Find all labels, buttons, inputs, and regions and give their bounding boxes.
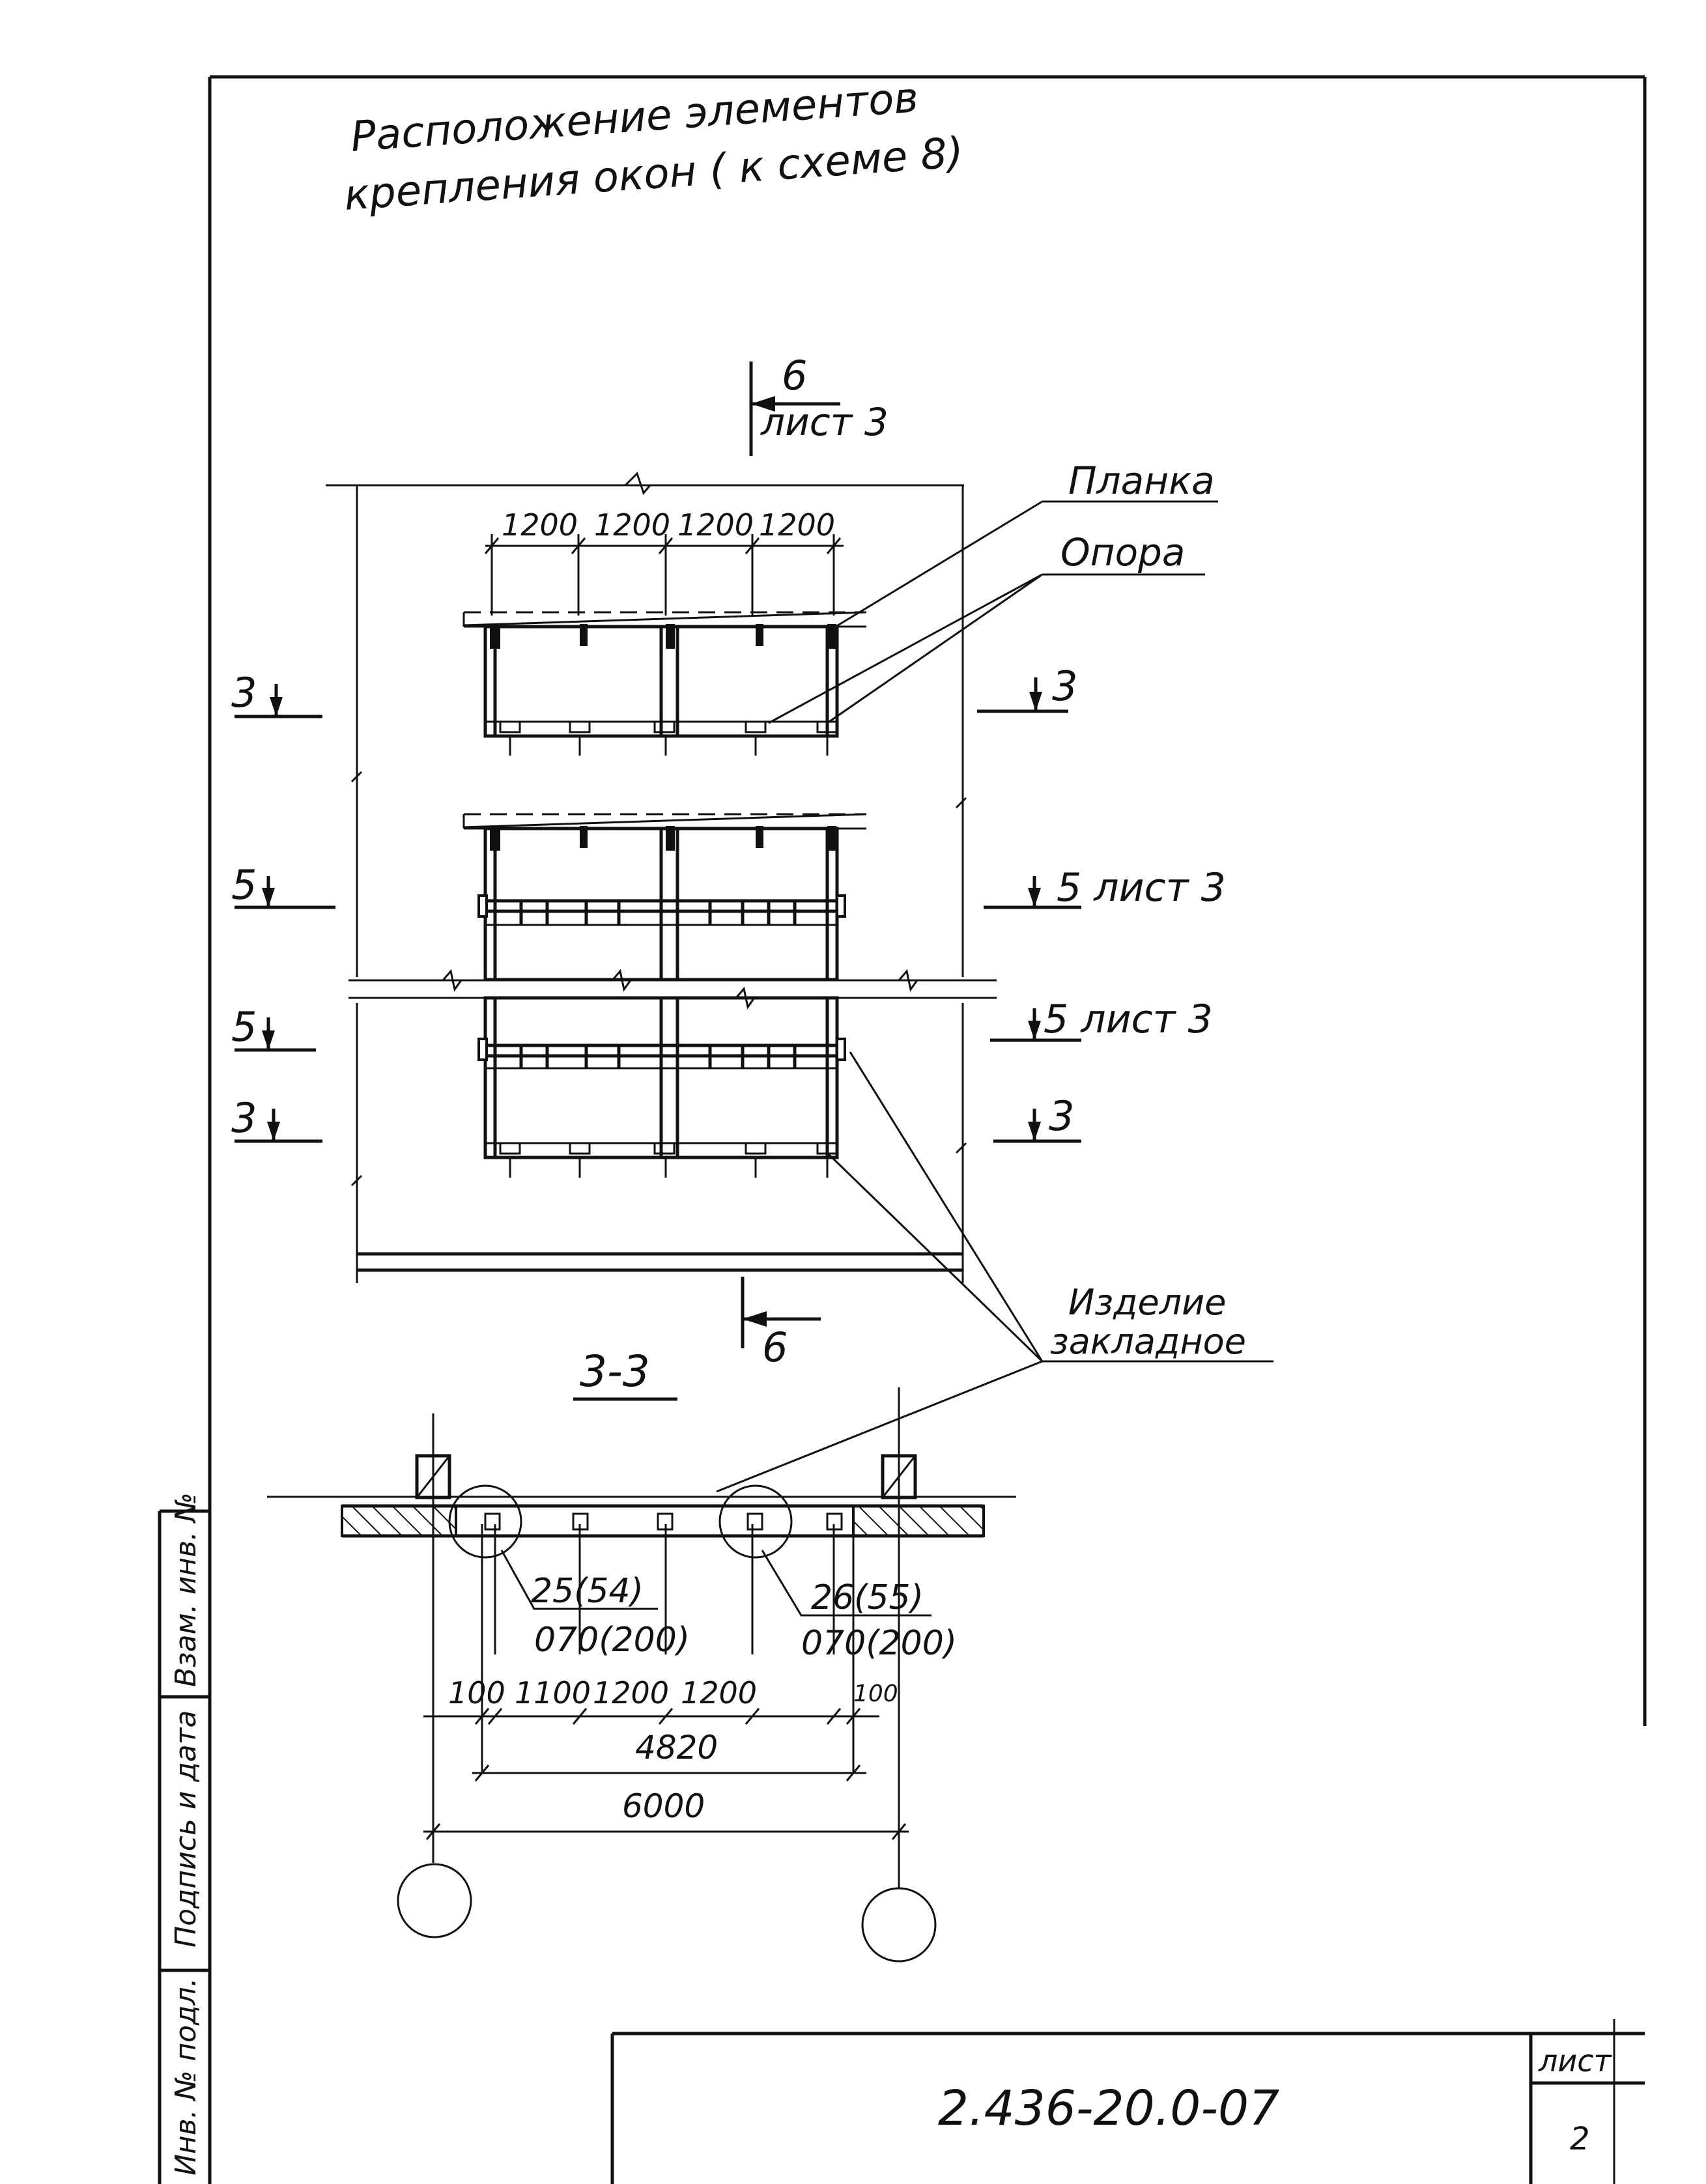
section-mark-bottom-number: 6: [762, 1324, 788, 1371]
section-mark-6-top: 6 лист 3: [749, 352, 889, 456]
node-right-top: 26(55): [811, 1578, 924, 1617]
window-lower: [462, 813, 867, 1178]
node-right-bottom: 070(200): [801, 1624, 957, 1663]
callout-planka: Планка: [832, 459, 1218, 630]
section-right-4: 3: [1049, 1092, 1074, 1140]
plan-dim-1: 1200: [502, 507, 578, 543]
window-upper: [462, 611, 867, 756]
sheet-frame: [208, 75, 1647, 2184]
dim-1100: 1100: [515, 1675, 591, 1710]
plan-dim-4: 1200: [759, 507, 835, 543]
section-mark-6-bottom: 6: [741, 1277, 821, 1371]
plan-dimensions: 1200 1200 1200 1200: [484, 507, 844, 616]
opora-supports-upper: [499, 720, 838, 733]
stamp-cell-replaced-inv: Взам. инв. №: [169, 1492, 203, 1687]
document-code: 2.436-20.0-07: [938, 2080, 1279, 2136]
section-mark-top-number: 6: [782, 352, 807, 399]
section-right-3: 5 лист 3: [1044, 997, 1213, 1042]
dim-1200-a: 1200: [593, 1675, 669, 1710]
planka-plates-upper: [490, 624, 836, 649]
dim-100-left: 100: [448, 1675, 505, 1710]
plan-dim-3: 1200: [677, 507, 754, 543]
title-block: 2.436-20.0-07 лист 2: [610, 2019, 1645, 2184]
callout-izdelie-line1: Изделие: [1068, 1282, 1227, 1323]
callout-opora: Опора: [768, 530, 1205, 724]
sheet-label: лист: [1538, 2043, 1612, 2078]
section-left-3: 5: [231, 1003, 257, 1051]
dim-1200-b: 1200: [681, 1675, 757, 1710]
stamp-cell-signature-date: Подпись и дата: [169, 1710, 203, 1948]
section-3-3: 3-3: [267, 1346, 1016, 1963]
dim-overall: 6000: [622, 1787, 705, 1825]
section-mark-top-sheet: лист 3: [760, 400, 889, 444]
node-left-top: 25(54): [531, 1572, 644, 1611]
axis-bubble-right: [861, 1887, 937, 1963]
planka-plates-lower: [490, 826, 836, 851]
dim-overall-inner: 4820: [635, 1729, 718, 1766]
node-left-bottom: 070(200): [534, 1621, 690, 1660]
section-right-1: 3: [1052, 662, 1077, 710]
sheet-number: 2: [1570, 2121, 1590, 2157]
plan-dim-2: 1200: [594, 507, 670, 543]
side-stamp: Инв. № подл. Подпись и дата Взам. инв. №: [158, 1492, 210, 2184]
dim-100-right: 100: [853, 1681, 898, 1707]
stamp-cell-inv-no: Инв. № подл.: [169, 1978, 203, 2176]
callout-opora-label: Опора: [1060, 530, 1185, 574]
section-left-4: 3: [231, 1094, 257, 1142]
section-left-1: 3: [231, 669, 257, 716]
callout-izdelie-line2: закладное: [1050, 1321, 1246, 1362]
callout-izdelie: Изделие закладное: [716, 1051, 1273, 1493]
opora-supports-lower: [499, 1142, 838, 1155]
section-title: 3-3: [580, 1346, 650, 1397]
axis-bubble-left: [397, 1863, 472, 1938]
section-right-2: 5 лист 3: [1057, 865, 1226, 911]
section-left-2: 5: [231, 861, 257, 909]
section-marks-left: 3 5 5 3: [231, 669, 335, 1143]
callout-planka-label: Планка: [1068, 459, 1215, 503]
section-marks-right: 3 5 лист 3 5 лист 3 3: [977, 662, 1226, 1143]
drawing-title: Расположение элементов крепления окон ( …: [343, 74, 965, 220]
